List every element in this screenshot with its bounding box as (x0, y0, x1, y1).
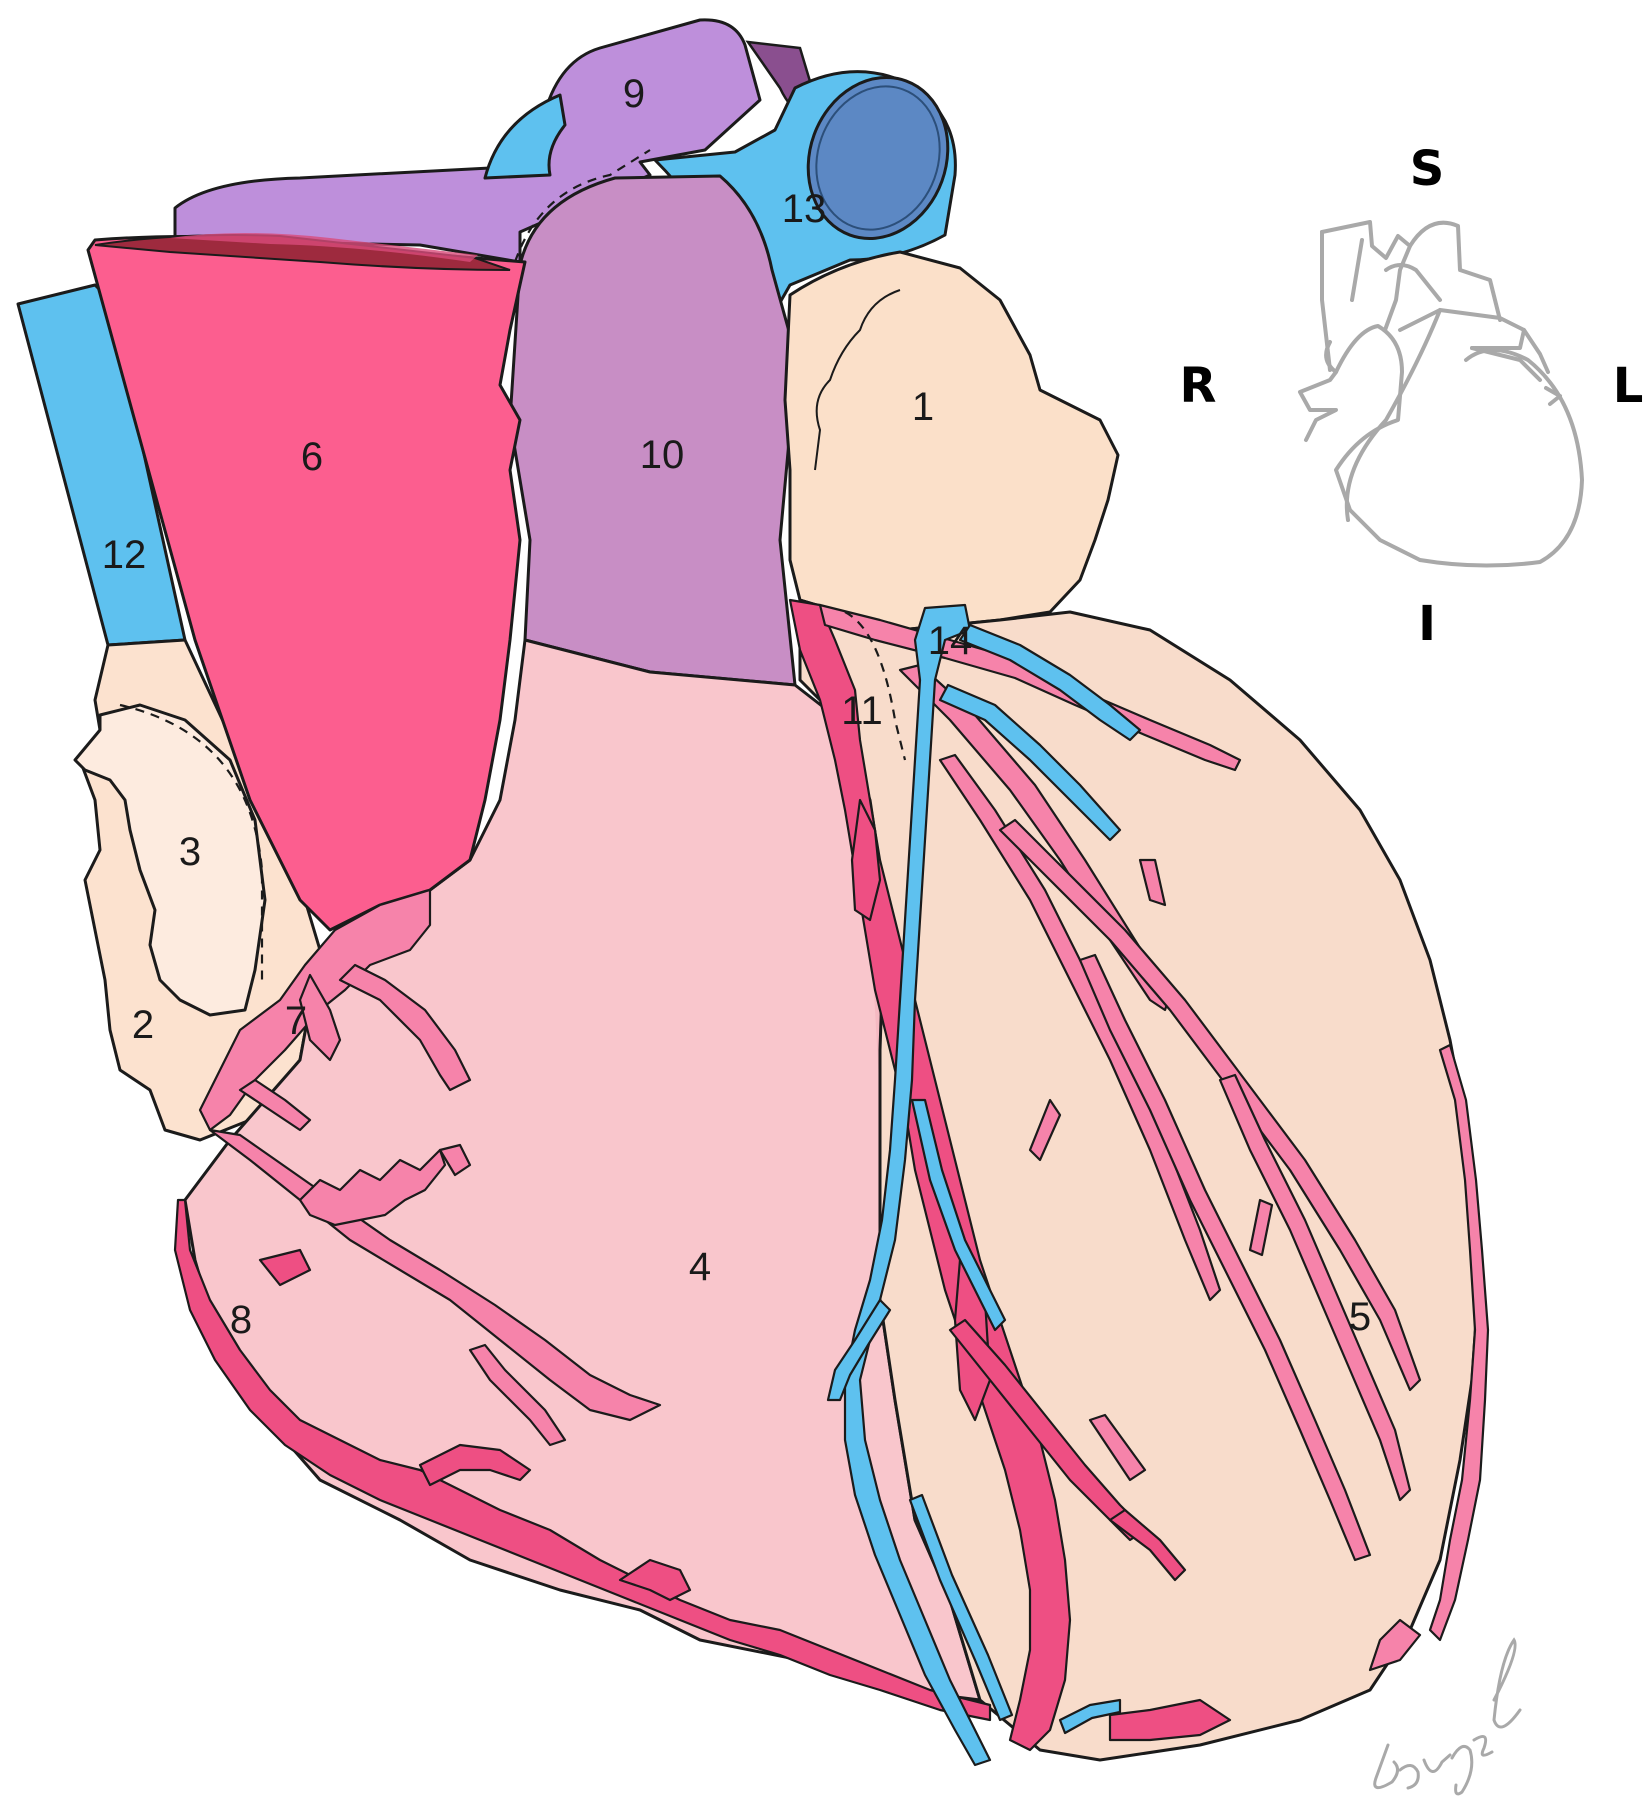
label-13: 13 (782, 187, 827, 231)
label-11: 11 (841, 689, 883, 733)
label-14: 14 (928, 619, 973, 663)
label-7: 7 (285, 999, 307, 1043)
label-3: 3 (179, 830, 201, 874)
label-8: 8 (230, 1298, 252, 1342)
label-10: 10 (640, 433, 685, 477)
artist-signature (1375, 1640, 1520, 1794)
orientation-superior: S (1410, 141, 1445, 197)
label-6: 6 (301, 435, 323, 479)
mini-heart-icon (1300, 222, 1582, 566)
orientation-left: L (1613, 358, 1644, 414)
label-1: 1 (912, 385, 934, 429)
orientation-inset: S I R L (1180, 141, 1644, 652)
left-atrium (785, 252, 1118, 630)
orientation-right: R (1180, 358, 1217, 414)
label-2: 2 (132, 1003, 154, 1047)
label-9: 9 (623, 72, 645, 116)
pulmonary-trunk (510, 176, 795, 685)
label-4: 4 (689, 1245, 711, 1289)
orientation-inferior: I (1418, 596, 1436, 652)
label-12: 12 (102, 533, 147, 577)
label-5: 5 (1349, 1295, 1371, 1339)
